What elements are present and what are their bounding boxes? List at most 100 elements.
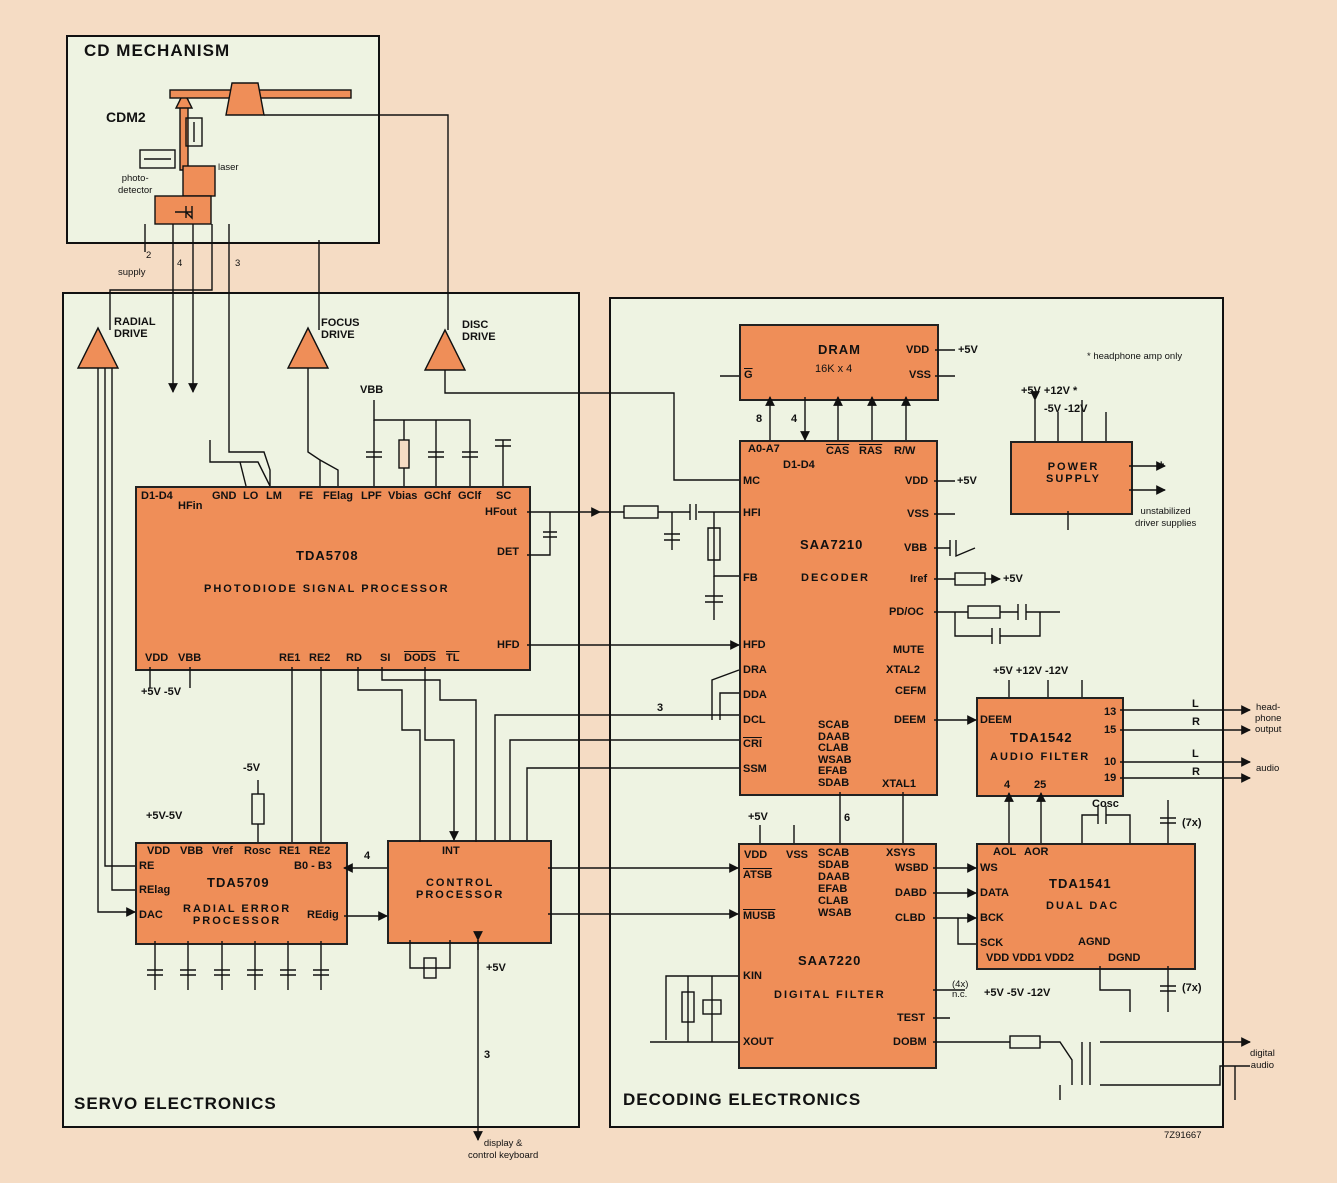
vbb-rail-label: VBB: [360, 384, 384, 396]
tda5709-supply: +5V-5V: [146, 810, 183, 822]
tda5708-function: PHOTODIODE SIGNAL PROCESSOR: [204, 583, 450, 595]
pin-ssm: SSM: [743, 763, 767, 775]
headphone-note: * headphone amp only: [1087, 351, 1183, 362]
dram-vss: VSS: [909, 369, 932, 381]
psu-plus: +: [1158, 459, 1165, 471]
psu-rails-top: +5V +12V *: [1021, 385, 1078, 397]
pin-sck: SCK: [980, 937, 1004, 949]
pin-test: TEST: [897, 1012, 926, 1024]
pin-gchf: GChf: [424, 490, 451, 502]
saa7220-function: DIGITAL FILTER: [774, 989, 886, 1001]
pin-dra: DRA: [743, 664, 767, 676]
pin-lpf: LPF: [361, 490, 382, 502]
pin-re2: RE2: [309, 652, 331, 664]
control-processor-name: CONTROL PROCESSOR: [416, 877, 505, 901]
out-r2: R: [1192, 766, 1200, 778]
supply-label: supply: [118, 267, 146, 278]
tda5709-function: RADIAL ERROR PROCESSOR: [183, 903, 292, 927]
pin-dcl: DCL: [743, 714, 766, 726]
pin-a0a7: A0-A7: [748, 443, 780, 455]
figure-code: 7Z91667: [1164, 1130, 1202, 1141]
pin-4: 4: [1004, 779, 1011, 791]
pin-19: 19: [1104, 772, 1117, 784]
control-processor-block: [387, 840, 552, 944]
pin-fe: FE: [299, 490, 314, 502]
pin-xtal2: XTAL2: [886, 664, 921, 676]
pin-hfi: HFI: [743, 507, 761, 519]
pin-d1d4-7210: D1-D4: [783, 459, 815, 471]
pin-iref: Iref: [910, 573, 928, 585]
saa7220-name: SAA7220: [798, 953, 862, 968]
saa7210-plus5a: +5V: [957, 475, 977, 487]
pin-vbias: Vbias: [388, 490, 418, 502]
cd-mechanism-title: CD MECHANISM: [84, 41, 231, 60]
tda1542-name: TDA1542: [1010, 730, 1073, 745]
pin-hfd-out: HFD: [497, 639, 520, 651]
disc-drive-label: DISC DRIVE: [462, 319, 496, 343]
dram-bus4: 4: [791, 413, 798, 425]
pin-int: INT: [442, 845, 460, 857]
pin-clbd: CLBD: [895, 912, 926, 924]
pin-dods: DODS: [404, 652, 436, 664]
tda5709-name: TDA5709: [207, 875, 270, 890]
pin-10: 10: [1104, 756, 1117, 768]
dram-block: [739, 324, 939, 401]
pin-mute: MUTE: [893, 644, 925, 656]
pin-rw: R/W: [894, 445, 916, 457]
saa7210-name: SAA7210: [800, 537, 864, 552]
pin-aor: AOR: [1024, 846, 1049, 858]
pin-cas: CAS: [826, 445, 850, 457]
pin-sc: SC: [496, 490, 512, 502]
saa7220-plus5: +5V: [748, 811, 768, 823]
servo-electronics-title: SERVO ELECTRONICS: [74, 1094, 277, 1113]
pin-re1: RE1: [279, 652, 301, 664]
dram-g: G: [744, 369, 753, 381]
cd-mechanism-drawing: [109, 82, 449, 486]
tda5709-block: [135, 842, 348, 945]
tda1541-block: [976, 843, 1196, 970]
saa7210-function: DECODER: [801, 572, 871, 584]
pin-agnd: AGND: [1078, 936, 1111, 948]
pin-dgnd: DGND: [1108, 952, 1141, 964]
x7-bottom: (7x): [1182, 982, 1202, 994]
audio-output-label: audio: [1256, 763, 1280, 774]
pin-vss-7220: VSS: [786, 849, 809, 861]
cosc-label: Cosc: [1092, 798, 1119, 810]
pin-si: SI: [380, 652, 391, 664]
pin-gnd: GND: [212, 490, 237, 502]
tda1541-function: DUAL DAC: [1046, 900, 1120, 912]
pin-lm: LM: [266, 490, 282, 502]
x7-top: (7x): [1182, 817, 1202, 829]
digital-audio-label: digital audio: [1250, 1048, 1275, 1071]
laser-label: laser: [218, 162, 239, 173]
pin-cri: CRI: [743, 738, 762, 750]
saa7210-plus5b: +5V: [1003, 573, 1023, 585]
pin-hfd-in: HFD: [743, 639, 766, 651]
pin-dac: DAC: [139, 909, 163, 921]
pin-xtal1: XTAL1: [882, 778, 917, 790]
pin-wsbd: WSBD: [895, 862, 929, 874]
bus2-label: 2: [146, 250, 152, 261]
pin-kin: KIN: [743, 970, 762, 982]
saa7220-bus6: 6: [844, 812, 851, 824]
control-bus3: 3: [484, 1049, 491, 1061]
radial-drive-label: RADIAL DRIVE: [114, 316, 156, 340]
pin-deem-7210: DEEM: [894, 714, 926, 726]
headphone-output-label: head- phone output: [1255, 702, 1282, 735]
pin-lo: LO: [243, 490, 259, 502]
tda1542-rails: +5V +12V -12V: [993, 665, 1069, 677]
pin-xsys: XSYS: [886, 847, 916, 859]
pin-rd: RD: [346, 652, 362, 664]
dram-bus8: 8: [756, 413, 763, 425]
pin-re: RE: [139, 860, 155, 872]
display-keyboard-label: display & control keyboard: [468, 1138, 539, 1161]
cdm2-label: CDM2: [106, 109, 146, 125]
pin-vdd-7220: VDD: [744, 849, 768, 861]
pin-fb: FB: [743, 572, 758, 584]
control-plus5: +5V: [486, 962, 506, 974]
pin-dda: DDA: [743, 689, 767, 701]
pin-tl: TL: [446, 652, 460, 664]
saa7220-inputs: SCAB SDAB DAAB EFAB CLAB WSAB: [818, 847, 852, 919]
pin-vdd-7210: VDD: [905, 475, 929, 487]
